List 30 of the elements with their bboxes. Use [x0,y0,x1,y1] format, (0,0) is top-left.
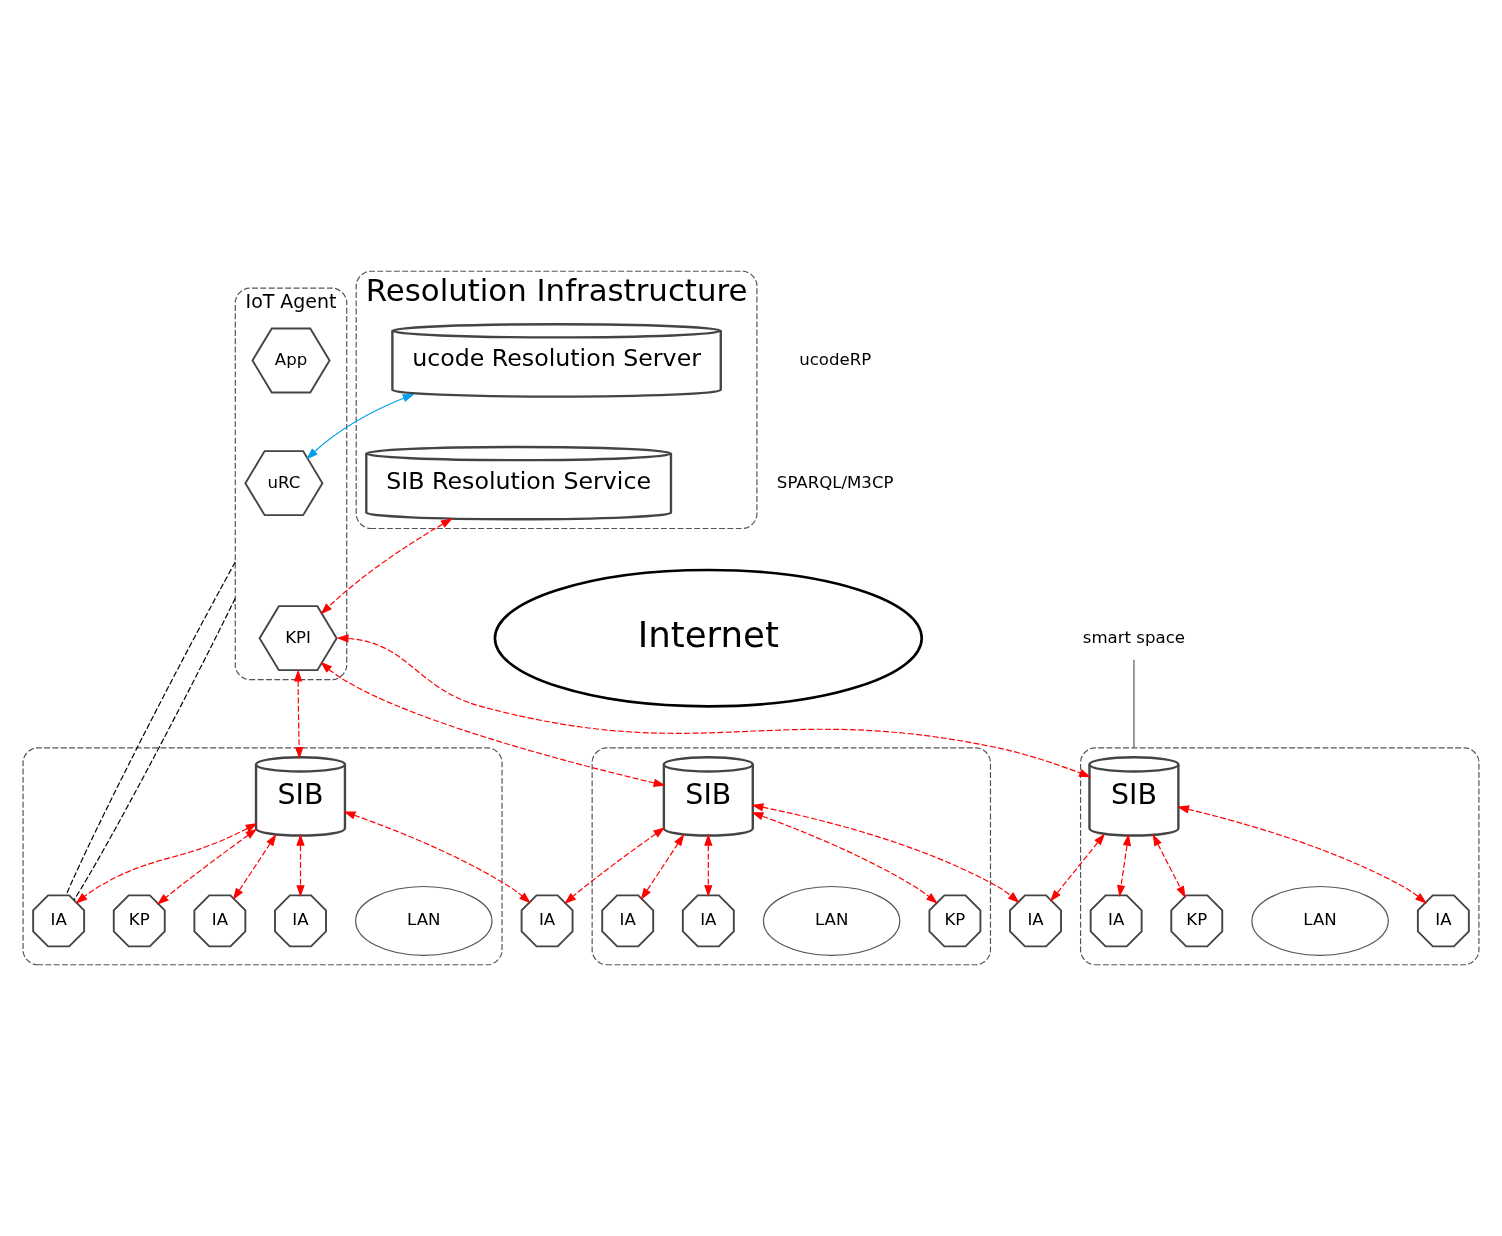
arrow [296,833,305,898]
arrow [294,669,304,760]
arrow [320,661,666,787]
arrow [75,823,258,904]
arrow [306,393,415,460]
arrow [232,834,277,900]
arrow [751,812,938,904]
connector [1133,659,1135,749]
arrow [751,803,1020,903]
node-ellipse: LAN [355,885,493,956]
node-text: smart space [1082,627,1186,647]
arrow [640,834,685,900]
arrow [1177,805,1427,904]
legend-label: ucodeRP [799,349,872,369]
node-ellipse: LAN [1251,885,1389,956]
arrow [1117,833,1132,898]
arrow [1050,833,1105,902]
cluster [591,747,992,966]
connector [65,561,236,896]
node-ellipse: LAN [762,885,901,956]
arrow [156,828,258,905]
arrow [564,827,666,904]
legend-label: SPARQL/M3CP [776,472,894,492]
arrow [704,833,713,898]
connector [73,597,236,901]
arrow [336,634,1091,778]
arrow [343,811,531,904]
node-ellipse: Internet [493,568,924,708]
arrow [320,518,453,615]
arrow [1152,833,1186,898]
